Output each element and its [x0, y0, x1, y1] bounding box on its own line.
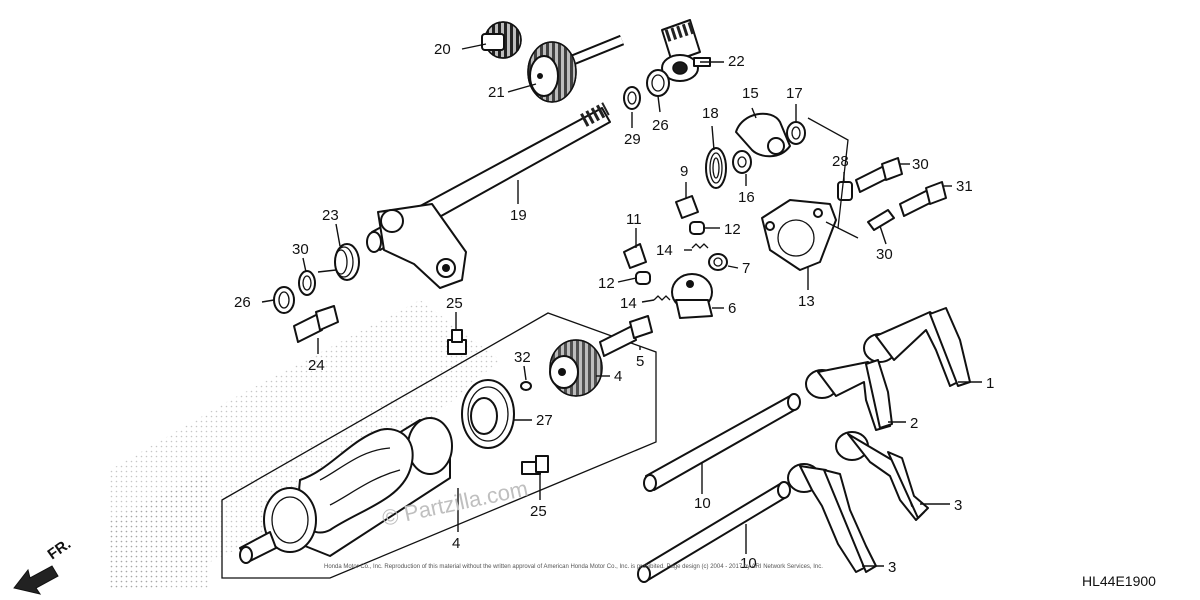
- part-8-nut: [708, 253, 728, 271]
- callout-28: 28: [832, 153, 849, 170]
- callout-7: 6: [728, 300, 736, 317]
- part-28-pin: [837, 181, 853, 201]
- leader-lines: [261, 43, 982, 567]
- part-30-washer-top: [623, 86, 641, 110]
- callout-27: 27: [536, 412, 553, 429]
- part-20-gear: [481, 21, 522, 59]
- callout-labels: 20 21 22 29 26 19 15 18 16 17 9 11 12 14…: [234, 41, 994, 576]
- part-9-block: [675, 195, 699, 219]
- part-3-shift-fork-upper: [835, 431, 929, 521]
- part-15-stopper-arm: [735, 112, 791, 158]
- part-13-plate: [761, 199, 837, 271]
- part-19-shift-shaft: [366, 102, 611, 289]
- callout-30-top: 29: [624, 131, 641, 148]
- callout-2: 2: [910, 415, 918, 432]
- callout-3-upper: 3: [954, 497, 962, 514]
- part-22-shift-arm: [661, 19, 711, 82]
- callout-20: 20: [434, 41, 451, 58]
- front-direction-arrow: [13, 565, 59, 595]
- crankshaft-group-frame: [221, 312, 657, 579]
- part-11-block: [623, 243, 647, 269]
- front-direction-label: FR.: [45, 535, 75, 563]
- callout-19: 19: [510, 207, 527, 224]
- part-10-fork-shaft-lower: [637, 481, 791, 583]
- callout-26-left: 26: [234, 294, 251, 311]
- callout-18: 17: [786, 85, 803, 102]
- part-31-bolt-upper: [855, 157, 903, 193]
- callout-10-lower: 10: [740, 555, 757, 572]
- callout-24: 24: [308, 357, 325, 374]
- callout-31-upper: 30: [912, 156, 929, 173]
- callout-3-lower: 3: [888, 559, 896, 576]
- part-5-drum-gear: [549, 339, 603, 397]
- callout-6: 5: [636, 353, 644, 370]
- callout-14-lower: 14: [620, 295, 637, 312]
- callout-31-lower: 31: [956, 178, 973, 195]
- part-7-drum-center: [671, 273, 713, 319]
- part-26-washer-left: [273, 286, 295, 314]
- diagram-code: HL44E1900: [1082, 573, 1156, 589]
- part-18-leader-bracket: [807, 117, 859, 239]
- part-18-washer: [786, 121, 806, 145]
- callout-15: 15: [742, 85, 759, 102]
- callout-17: 18: [702, 105, 719, 122]
- part-25-bolt-lower: [521, 455, 549, 475]
- callout-14-upper: 14: [656, 242, 673, 259]
- callout-12-lower: 12: [598, 275, 615, 292]
- callout-13: 13: [798, 293, 815, 310]
- callout-11: 11: [626, 211, 642, 228]
- part-12-pin-upper: [689, 221, 705, 235]
- callout-21: 21: [488, 84, 505, 101]
- part-12-pin-lower: [635, 271, 651, 285]
- callout-9: 9: [680, 163, 688, 180]
- part-27-bearing: [461, 379, 515, 449]
- copyright-text: Honda Motor Co., Inc. Reproduction of th…: [324, 564, 823, 570]
- part-21-driven-gear: [527, 34, 625, 103]
- part-26-washer-top: [646, 69, 670, 97]
- callout-5: 4: [614, 368, 622, 385]
- callout-16: 16: [738, 189, 755, 206]
- callout-25-upper: 25: [446, 295, 463, 312]
- part-14-spring-lower: [653, 295, 671, 301]
- callout-30-left: 30: [292, 241, 309, 258]
- callout-23: 23: [322, 207, 339, 224]
- part-32-pin: [520, 381, 532, 391]
- callout-26-top: 26: [652, 117, 669, 134]
- callout-32: 32: [514, 349, 531, 366]
- callout-29: 30: [876, 246, 893, 263]
- part-30-washer-left: [298, 270, 316, 296]
- part-29-collar: [867, 209, 895, 231]
- part-2-shift-fork: [805, 359, 893, 431]
- part-25-bolt-upper: [447, 329, 467, 355]
- part-1-shift-fork: [863, 307, 971, 387]
- callout-1: 1: [986, 375, 994, 392]
- part-31-bolt-lower: [899, 181, 947, 217]
- callout-10-upper: 10: [694, 495, 711, 512]
- callout-8: 7: [742, 260, 750, 277]
- part-3-shift-fork-lower: [787, 463, 877, 573]
- part-6-bolt: [599, 315, 653, 357]
- part-23-spring: [317, 243, 360, 281]
- part-10-fork-shaft-upper: [643, 393, 801, 492]
- part-24-bolt: [293, 305, 339, 343]
- part-14-spring-upper: [691, 243, 709, 249]
- callout-12-upper: 12: [724, 221, 741, 238]
- part-4-shift-drum: [239, 417, 453, 564]
- background-shading: [110, 300, 500, 590]
- part-17-spring: [705, 147, 727, 189]
- callout-4: 4: [452, 535, 460, 552]
- callout-22: 22: [728, 53, 745, 70]
- part-16-collar: [732, 150, 752, 174]
- callout-25-lower: 25: [530, 503, 547, 520]
